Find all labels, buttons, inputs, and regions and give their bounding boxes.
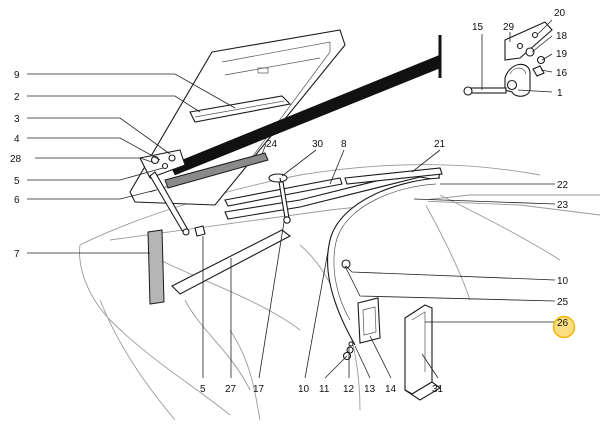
gas-strut-17	[278, 181, 291, 224]
callout-10-right: 10	[557, 276, 569, 287]
callout-8: 8	[341, 139, 347, 150]
callout-2: 2	[14, 92, 20, 103]
callout-13: 13	[364, 384, 376, 395]
callout-27: 27	[225, 384, 237, 395]
release-cable	[327, 177, 441, 354]
callout-5-lower: 5	[200, 384, 206, 395]
callout-3: 3	[14, 114, 20, 125]
callout-12: 12	[343, 384, 355, 395]
callout-18: 18	[556, 31, 568, 42]
callout-7: 7	[14, 249, 20, 260]
callout-24: 24	[266, 139, 278, 150]
callout-20: 20	[554, 8, 566, 19]
callout-labels: 15 29 20 18 19 16 1 9 2 3 4 28 5 6 24 30…	[10, 8, 569, 395]
callout-17: 17	[253, 384, 265, 395]
callout-6: 6	[14, 195, 20, 206]
callout-5-upper: 5	[14, 176, 20, 187]
callout-25: 25	[557, 297, 569, 308]
callout-31: 31	[432, 384, 444, 395]
callout-28: 28	[10, 154, 22, 165]
leader-lines	[27, 19, 556, 379]
plate-31	[404, 304, 441, 401]
callout-10-bottom: 10	[298, 384, 310, 395]
callout-11: 11	[319, 384, 330, 395]
highlight-marker[interactable]	[552, 315, 576, 339]
callout-19: 19	[556, 49, 568, 60]
clip-5	[194, 225, 206, 237]
callout-21: 21	[434, 139, 446, 150]
callout-29: 29	[503, 22, 515, 33]
callout-16: 16	[556, 68, 568, 79]
callout-15: 15	[472, 22, 484, 33]
foam-block-7	[147, 229, 165, 305]
callout-4: 4	[14, 134, 20, 145]
seal-strip-24	[164, 152, 269, 189]
callout-23: 23	[557, 200, 569, 211]
callout-26[interactable]: 26	[557, 318, 569, 329]
callout-9: 9	[14, 70, 20, 81]
callout-14: 14	[385, 384, 397, 395]
callout-30: 30	[312, 139, 324, 150]
pointer-strip	[169, 35, 442, 176]
bracket-13-14	[342, 297, 381, 361]
callout-22: 22	[557, 180, 569, 191]
callout-1: 1	[557, 88, 563, 99]
